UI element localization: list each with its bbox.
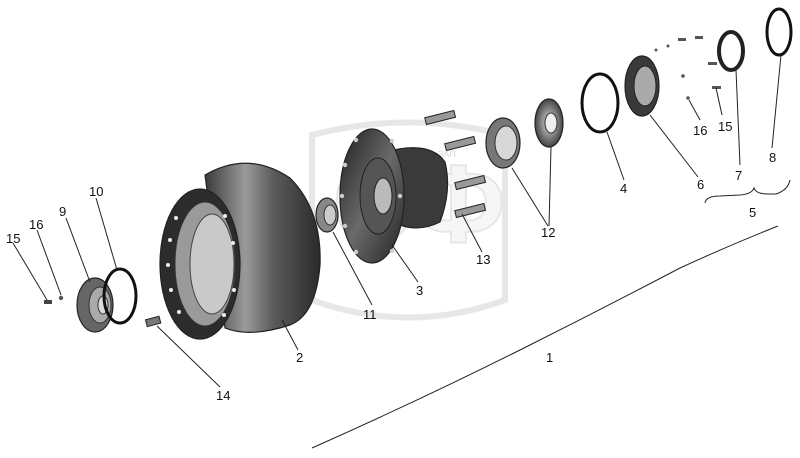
part-7-lock-washer [717,30,745,72]
callout-9: 9 [59,204,66,219]
callout-2: 2 [296,350,303,365]
callout-5: 5 [749,205,756,220]
callout-4: 4 [620,181,627,196]
part-9-cap [76,277,114,333]
watermark-text: ЗАП [438,149,456,159]
callout-6: 6 [697,177,704,192]
part-6-nut [624,55,660,117]
callout-16-right: 16 [693,123,707,138]
part-3-hub [339,128,449,264]
part-10-gasket [102,267,138,325]
part-2-brake-drum [159,162,321,340]
part-11-seal [315,197,339,233]
callout-11: 11 [363,307,377,322]
callout-3: 3 [416,283,423,298]
part-4-ring [580,72,620,134]
callout-15-left: 15 [6,231,20,246]
part-8-ring [765,7,793,57]
leader-lines [12,54,782,388]
assembly-brace-line [311,225,779,449]
part-15-16-fasteners-right [654,36,721,100]
callout-7: 7 [735,168,742,183]
part-16-washer-left [58,295,64,301]
callout-14: 14 [216,388,230,403]
part-15-screw-left [44,300,52,304]
callout-1: 1 [546,350,553,365]
callout-15-right: 15 [718,119,732,134]
part-12-bearing-race [485,117,521,169]
callout-8: 8 [769,150,776,165]
part-12-bearing-cone [534,98,564,148]
callout-13: 13 [476,252,490,267]
callout-10: 10 [89,184,103,199]
callout-16-left: 16 [29,217,43,232]
group-5-brace [704,179,791,204]
callout-12: 12 [541,225,555,240]
part-14-bolt [144,315,162,328]
